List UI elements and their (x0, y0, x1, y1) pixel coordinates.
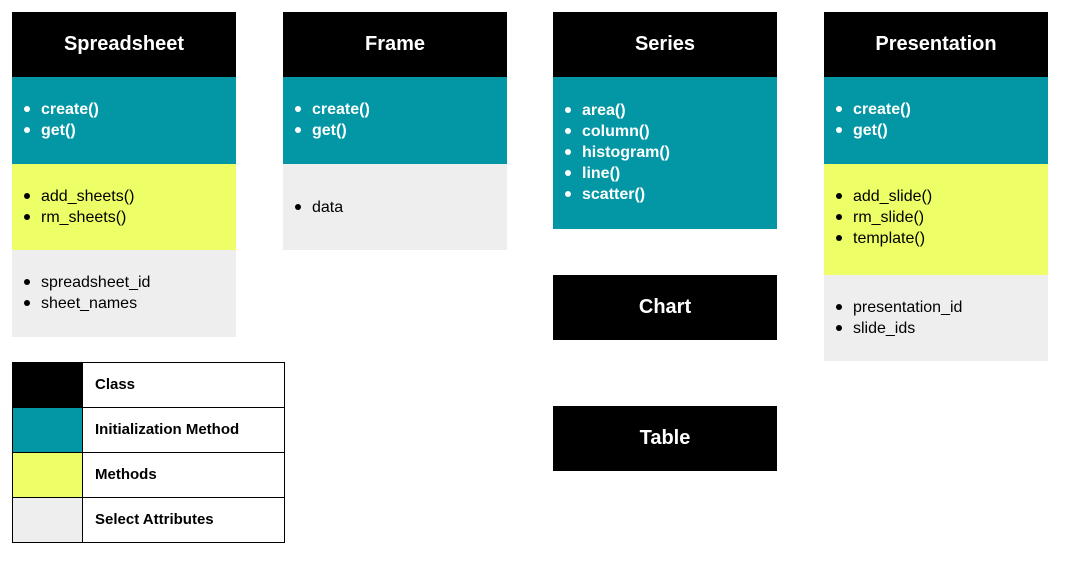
bullet-icon (836, 127, 842, 133)
list-item: add_sheets() (24, 186, 236, 207)
list-item: scatter() (565, 184, 777, 205)
series-init-methods: area() column() histogram() line() scatt… (553, 77, 777, 229)
frame-init-methods: create() get() (283, 77, 507, 164)
presentation-methods: add_slide() rm_slide() template() (824, 164, 1048, 275)
bullet-icon (565, 170, 571, 176)
list-item: create() (295, 99, 507, 120)
bullet-icon (836, 304, 842, 310)
bullet-icon (836, 325, 842, 331)
legend-label: Class (95, 376, 136, 393)
series-class-title: Series (553, 12, 777, 77)
list-item: rm_slide() (836, 207, 1048, 228)
legend-label: Select Attributes (95, 511, 214, 528)
legend: Class Initialization Method Methods Sele… (12, 362, 285, 543)
bullet-icon (565, 107, 571, 113)
list-item: column() (565, 121, 777, 142)
bullet-icon (24, 106, 30, 112)
bullet-icon (836, 193, 842, 199)
spreadsheet-methods: add_sheets() rm_sheets() (12, 164, 236, 250)
bullet-icon (24, 127, 30, 133)
bullet-icon (24, 214, 30, 220)
legend-swatch-init (13, 408, 83, 452)
list-item: line() (565, 163, 777, 184)
presentation-attributes: presentation_id slide_ids (824, 275, 1048, 361)
series-class: Series area() column() histogram() line(… (553, 12, 777, 229)
presentation-class-title: Presentation (824, 12, 1048, 77)
frame-attributes: data (283, 164, 507, 250)
bullet-icon (24, 193, 30, 199)
legend-row-class: Class (13, 363, 284, 408)
list-item: get() (295, 120, 507, 141)
bullet-icon (565, 128, 571, 134)
list-item: get() (24, 120, 236, 141)
bullet-icon (565, 191, 571, 197)
list-item: rm_sheets() (24, 207, 236, 228)
list-item: data (295, 197, 507, 218)
list-item: spreadsheet_id (24, 272, 236, 293)
list-item: create() (836, 99, 1048, 120)
bullet-icon (295, 204, 301, 210)
presentation-init-methods: create() get() (824, 77, 1048, 164)
bullet-icon (295, 127, 301, 133)
frame-class-title: Frame (283, 12, 507, 77)
legend-swatch-attributes (13, 498, 83, 542)
legend-row-attributes: Select Attributes (13, 498, 284, 542)
bullet-icon (836, 214, 842, 220)
list-item: histogram() (565, 142, 777, 163)
bullet-icon (24, 279, 30, 285)
bullet-icon (565, 149, 571, 155)
spreadsheet-init-methods: create() get() (12, 77, 236, 164)
spreadsheet-class-title: Spreadsheet (12, 12, 236, 77)
list-item: get() (836, 120, 1048, 141)
legend-row-init: Initialization Method (13, 408, 284, 453)
presentation-class: Presentation create() get() add_slide() … (824, 12, 1048, 361)
list-item: template() (836, 228, 1048, 249)
bullet-icon (295, 106, 301, 112)
chart-class: Chart (553, 275, 777, 340)
spreadsheet-class: Spreadsheet create() get() add_sheets() … (12, 12, 236, 337)
legend-label: Initialization Method (95, 421, 240, 438)
list-item: area() (565, 100, 777, 121)
legend-swatch-methods (13, 453, 83, 497)
frame-class: Frame create() get() data (283, 12, 507, 250)
spreadsheet-attributes: spreadsheet_id sheet_names (12, 250, 236, 337)
legend-row-methods: Methods (13, 453, 284, 498)
bullet-icon (24, 300, 30, 306)
table-class: Table (553, 406, 777, 471)
bullet-icon (836, 106, 842, 112)
list-item: sheet_names (24, 293, 236, 314)
bullet-icon (836, 235, 842, 241)
list-item: slide_ids (836, 318, 1048, 339)
list-item: presentation_id (836, 297, 1048, 318)
list-item: create() (24, 99, 236, 120)
list-item: add_slide() (836, 186, 1048, 207)
legend-label: Methods (95, 466, 157, 483)
legend-swatch-class (13, 363, 83, 407)
